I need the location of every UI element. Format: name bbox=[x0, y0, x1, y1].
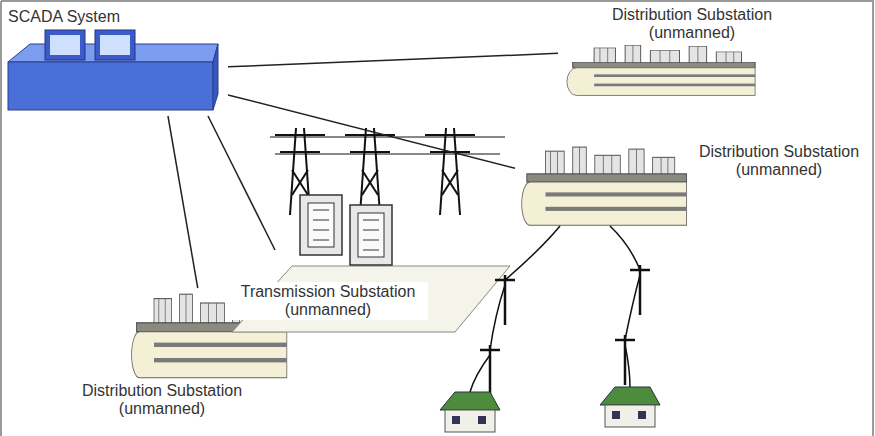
connector-line bbox=[168, 116, 198, 288]
utility-pole bbox=[480, 265, 650, 395]
node-label: SCADA System bbox=[8, 8, 148, 26]
connector-line bbox=[228, 53, 558, 66]
node-label: Distribution Substation (unmanned) bbox=[592, 6, 792, 42]
substation-icon bbox=[522, 147, 687, 225]
house bbox=[600, 387, 660, 427]
distribution-substation: Distribution Substation (unmanned) bbox=[558, 2, 798, 98]
transformer bbox=[300, 195, 392, 265]
connector-line bbox=[228, 95, 515, 168]
scada-computer bbox=[8, 30, 218, 110]
distribution-substation: Distribution Substation (unmanned) bbox=[515, 135, 872, 230]
connector-line bbox=[208, 116, 275, 250]
distribution-substation: Distribution Substation (unmanned) bbox=[60, 288, 296, 434]
node-label: Distribution Substation (unmanned) bbox=[690, 143, 868, 179]
scada-system: SCADA System bbox=[0, 4, 228, 116]
power-lines bbox=[470, 226, 640, 392]
house bbox=[440, 392, 500, 432]
transmission-substation: Transmission Substation (unmanned) bbox=[226, 250, 516, 345]
node-label: Distribution Substation (unmanned) bbox=[62, 382, 262, 418]
substation-icon bbox=[567, 45, 755, 95]
node-label: Transmission Substation (unmanned) bbox=[228, 282, 428, 320]
